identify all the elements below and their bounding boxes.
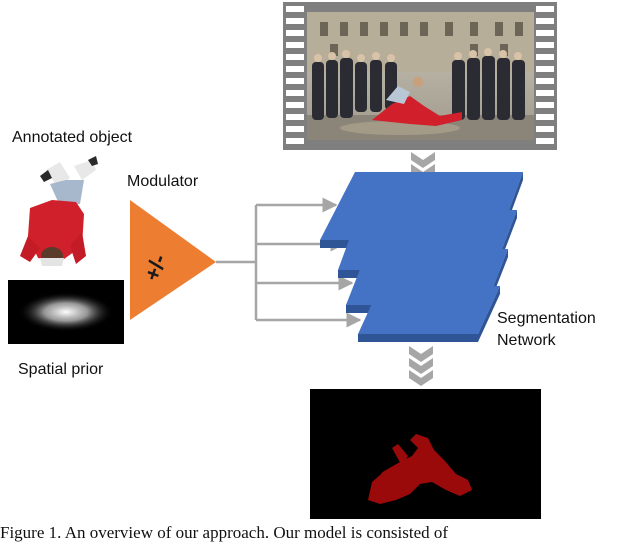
output-segmentation-mask xyxy=(310,389,541,519)
film-sprocket-holes-right xyxy=(536,6,554,144)
network-layer-4 xyxy=(358,286,500,342)
modulator-triangle xyxy=(130,200,216,320)
spatial-prior-label: Spatial prior xyxy=(18,361,104,378)
input-video-frame xyxy=(283,2,557,150)
segmentation-network-layers xyxy=(320,172,523,342)
modulator-label: Modulator xyxy=(127,173,199,190)
figure-caption: Figure 1. An overview of our approach. O… xyxy=(0,523,449,542)
segmentation-network-label-line1: Segmentation xyxy=(497,310,596,327)
film-sprocket-holes-left xyxy=(286,6,304,144)
annotated-object-label: Annotated object xyxy=(12,129,133,146)
annotated-object-image xyxy=(20,156,98,266)
segmentation-network-label-line2: Network xyxy=(497,332,556,349)
spatial-prior-heatmap xyxy=(8,280,124,344)
chevron-down-icon xyxy=(409,346,433,386)
street-photo xyxy=(307,12,534,140)
